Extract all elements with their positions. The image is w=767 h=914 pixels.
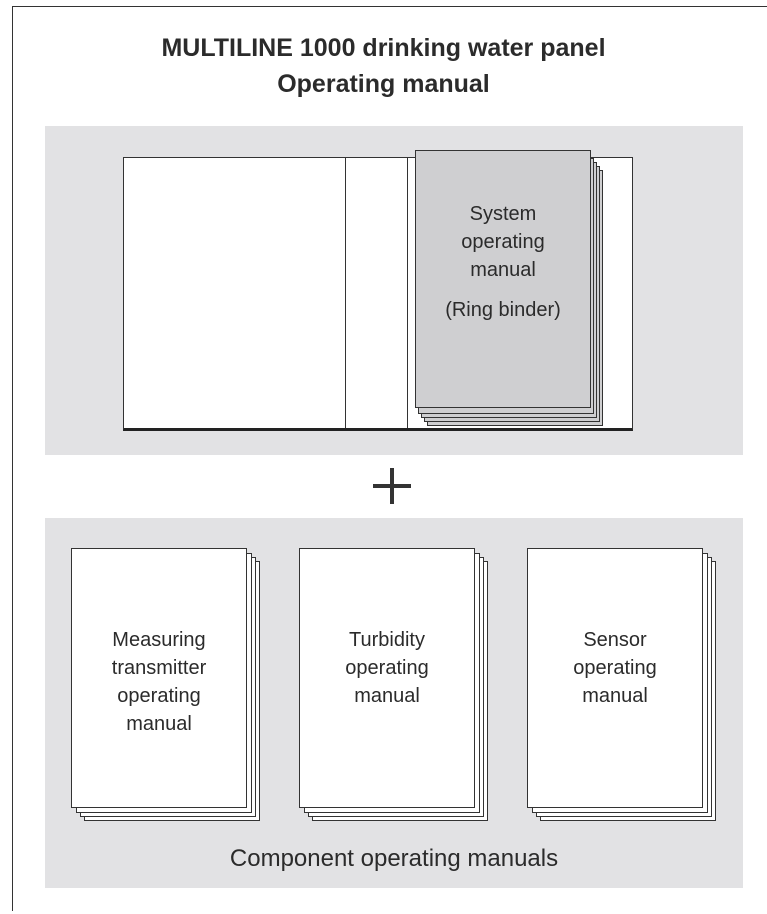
manual-label: Turbidity operating manual: [300, 626, 474, 710]
system-manual-label-line: manual: [470, 259, 536, 281]
manual-label: Measuring transmitter operating manual: [72, 626, 246, 738]
system-manual-label-line: System: [469, 203, 537, 225]
system-manual-label-line: operating: [461, 231, 545, 253]
frame-left-line: [12, 6, 13, 911]
component-manuals-panel: Measuring transmitter operating manual T…: [45, 518, 743, 888]
manual-label-line: manual: [354, 685, 420, 707]
manual-label-line: Sensor: [583, 629, 647, 651]
manual-cover: Measuring transmitter operating manual: [71, 548, 247, 808]
manual-cover: Sensor operating manual: [527, 548, 703, 808]
manual-label-line: operating: [345, 657, 429, 679]
manual-label-line: transmitter: [111, 657, 207, 679]
system-manual-panel: System operating manual (Ring binder): [45, 126, 743, 455]
frame-top-line: [12, 6, 767, 7]
component-manuals-caption: Component operating manuals: [229, 845, 559, 872]
page-title-line-2: Operating manual: [277, 70, 490, 98]
manual-label-line: Turbidity: [349, 629, 425, 651]
manual-label-line: manual: [582, 685, 648, 707]
manual-cover: Turbidity operating manual: [299, 548, 475, 808]
system-manual-label: System operating manual (Ring binder): [416, 200, 590, 324]
manual-label: Sensor operating manual: [528, 626, 702, 710]
sensor-manual: Sensor operating manual: [527, 548, 717, 823]
system-manual-label-line: (Ring binder): [445, 299, 561, 321]
binder-page-edge-line: [407, 158, 408, 428]
manual-label-line: Measuring: [112, 629, 206, 651]
manual-label-line: manual: [126, 713, 192, 735]
measuring-transmitter-manual: Measuring transmitter operating manual: [71, 548, 261, 823]
manual-label-line: operating: [117, 685, 201, 707]
system-manual-cover: System operating manual (Ring binder): [415, 150, 591, 408]
turbidity-manual: Turbidity operating manual: [299, 548, 489, 823]
plus-icon: [373, 468, 411, 504]
page-title-line-1: MULTILINE 1000 drinking water panel: [161, 34, 606, 62]
binder-spine-line: [345, 158, 346, 428]
manual-label-line: operating: [573, 657, 657, 679]
